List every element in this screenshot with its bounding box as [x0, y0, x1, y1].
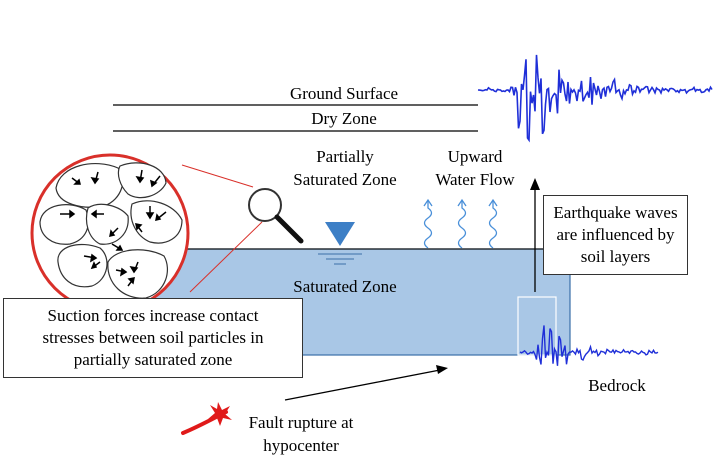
- surface-seismogram: [477, 54, 713, 143]
- earthquake-callout-line: are influenced by: [556, 225, 675, 244]
- soil-particles-zoom: [30, 153, 190, 313]
- wave-up-arrowhead: [530, 178, 540, 190]
- bedrock-label: Bedrock: [588, 376, 646, 395]
- magnifier-icon: [248, 188, 304, 244]
- earthquake-callout-line: soil layers: [580, 247, 651, 266]
- bedrock-seismogram: [519, 325, 659, 366]
- suction-callout-line: partially saturated zone: [73, 350, 233, 369]
- fault-arrowhead: [436, 365, 448, 374]
- upward-label-line1: Upward: [447, 147, 503, 166]
- partially-label-line1: Partially: [316, 147, 374, 166]
- upward-flow-arrows-icon: [423, 198, 498, 249]
- upward-label-line2: Water Flow: [435, 170, 515, 189]
- suction-callout-box: Suction forces increase contact stresses…: [3, 298, 303, 378]
- fault-star-icon: [208, 402, 232, 426]
- ground-surface-label: Ground Surface: [289, 84, 399, 103]
- water-table-triangle-icon: [325, 222, 355, 246]
- fault-arrow: [284, 369, 441, 401]
- dry-zone-label: Dry Zone: [311, 109, 377, 128]
- fault-label-line1: Fault rupture at: [248, 413, 354, 432]
- zoom-line-bottom: [189, 221, 263, 293]
- zoom-line-top: [181, 164, 254, 188]
- earthquake-callout-line: Earthquake waves: [553, 203, 678, 222]
- saturated-zone-label: Saturated Zone: [293, 277, 397, 296]
- suction-callout-line: stresses between soil particles in: [42, 328, 264, 347]
- fault-label-line2: hypocenter: [263, 436, 339, 455]
- suction-callout-line: Suction forces increase contact: [47, 306, 259, 325]
- earthquake-callout-box: Earthquake waves are influenced by soil …: [543, 195, 688, 275]
- partially-label-line2: Saturated Zone: [293, 170, 397, 189]
